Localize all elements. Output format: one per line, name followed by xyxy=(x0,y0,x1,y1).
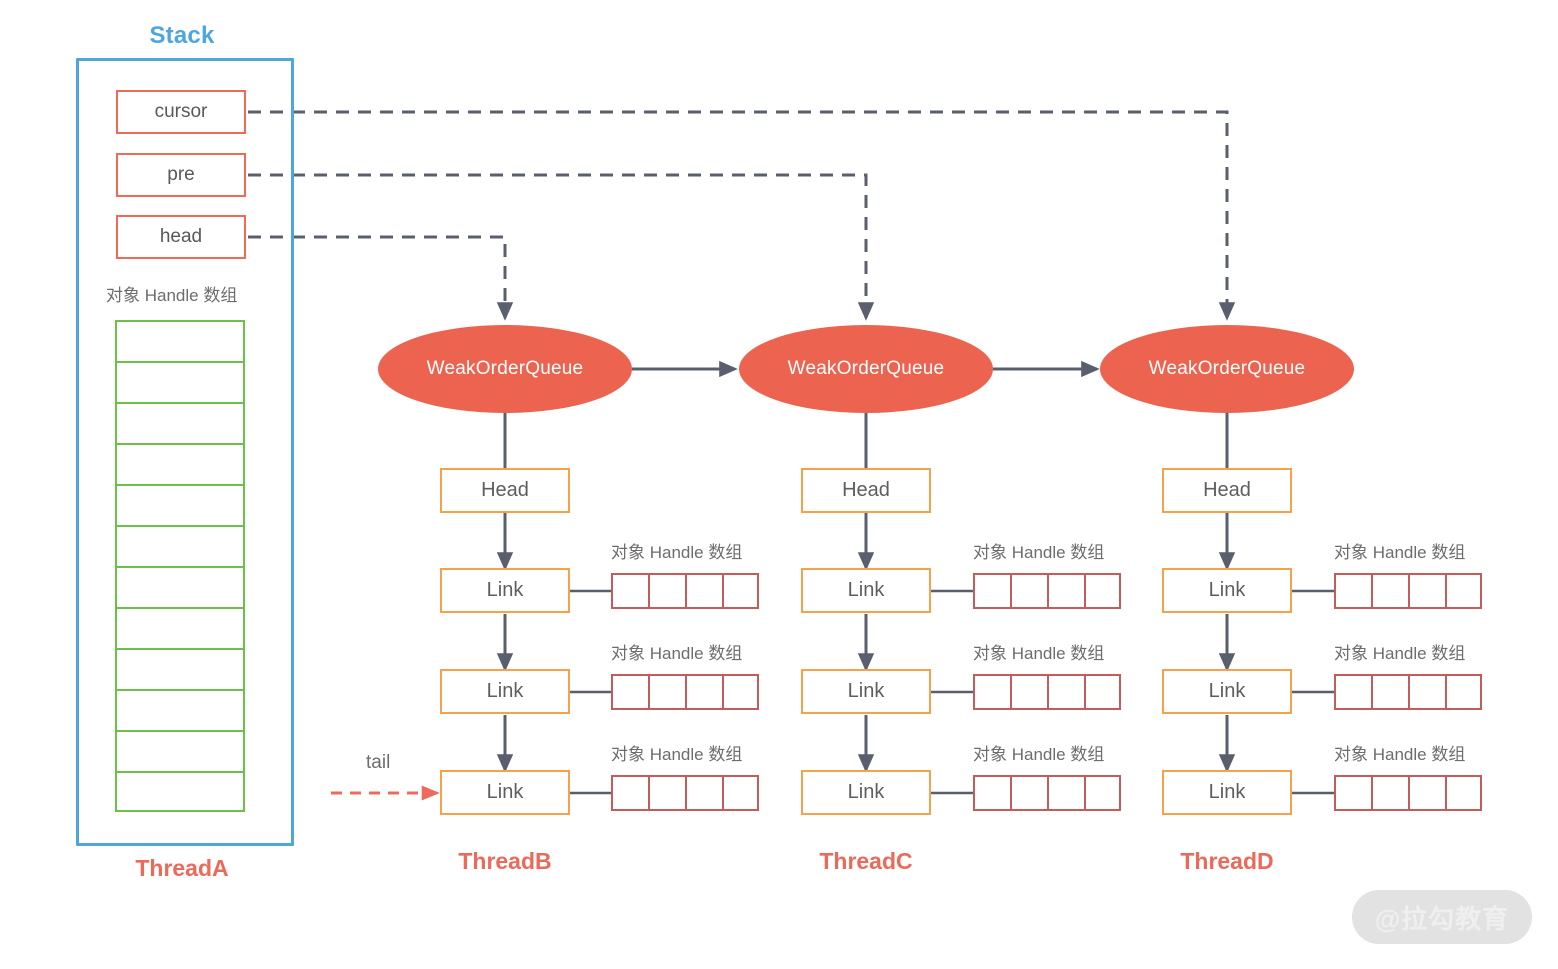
handle-cell xyxy=(1371,674,1408,710)
handle-array-b-2 xyxy=(611,674,759,710)
handle-cell xyxy=(1371,573,1408,609)
handle-cell xyxy=(973,573,1010,609)
handle-cell xyxy=(685,674,722,710)
thread-label-a: ThreadA xyxy=(135,855,229,881)
handle-cell xyxy=(685,573,722,609)
handle-cell xyxy=(973,775,1010,811)
handle-cell xyxy=(722,573,759,609)
handle-cell xyxy=(1334,573,1371,609)
handle-cell xyxy=(722,674,759,710)
thread-label-c: ThreadC xyxy=(819,848,913,874)
stack-title: Stack xyxy=(149,22,215,49)
stack-handle-cell xyxy=(115,771,245,812)
handle-array-caption-b-1: 对象 Handle 数组 xyxy=(611,543,743,562)
handle-cell xyxy=(1445,674,1482,710)
handle-array-caption-b-3: 对象 Handle 数组 xyxy=(611,745,743,764)
stack-handle-array xyxy=(115,320,245,812)
handle-cell xyxy=(611,573,648,609)
handle-cell xyxy=(1084,674,1121,710)
handle-cell xyxy=(1371,775,1408,811)
handle-cell xyxy=(1084,573,1121,609)
stack-handle-cell xyxy=(115,361,245,402)
link-box-c-2[interactable]: Link xyxy=(801,669,931,714)
stack-handle-cell xyxy=(115,320,245,361)
handle-cell xyxy=(1047,573,1084,609)
link-box-b-1[interactable]: Link xyxy=(440,568,570,613)
stack-handle-cell xyxy=(115,402,245,443)
head-box-c[interactable]: Head xyxy=(801,468,931,513)
handle-cell xyxy=(685,775,722,811)
edge-pre-to-queue2 xyxy=(248,173,875,321)
edge-cursor-to-queue3 xyxy=(248,110,1236,321)
stack-pointer-cursor[interactable]: cursor xyxy=(116,90,246,134)
handle-array-caption-c-3: 对象 Handle 数组 xyxy=(973,745,1105,764)
handle-cell xyxy=(1010,573,1047,609)
handle-array-b-3 xyxy=(611,775,759,811)
handle-array-d-2 xyxy=(1334,674,1482,710)
handle-cell xyxy=(722,775,759,811)
handle-cell xyxy=(648,674,685,710)
link-box-b-3[interactable]: Link xyxy=(440,770,570,815)
handle-cell xyxy=(611,775,648,811)
weak-order-queue-c[interactable]: WeakOrderQueue xyxy=(739,325,993,413)
link-box-c-1[interactable]: Link xyxy=(801,568,931,613)
watermark: @拉勾教育 xyxy=(1352,890,1532,944)
handle-array-c-2 xyxy=(973,674,1121,710)
handle-cell xyxy=(1084,775,1121,811)
link-box-d-2[interactable]: Link xyxy=(1162,669,1292,714)
handle-array-caption-d-2: 对象 Handle 数组 xyxy=(1334,644,1466,663)
stack-handle-cell xyxy=(115,566,245,607)
handle-cell xyxy=(1334,775,1371,811)
handle-array-caption-d-1: 对象 Handle 数组 xyxy=(1334,543,1466,562)
handle-cell xyxy=(1334,674,1371,710)
handle-cell xyxy=(648,573,685,609)
stack-pointer-head[interactable]: head xyxy=(116,215,246,259)
handle-cell xyxy=(1408,775,1445,811)
handle-array-caption-d-3: 对象 Handle 数组 xyxy=(1334,745,1466,764)
head-box-b[interactable]: Head xyxy=(440,468,570,513)
head-box-d[interactable]: Head xyxy=(1162,468,1292,513)
link-box-b-2[interactable]: Link xyxy=(440,669,570,714)
stack-pointer-pre[interactable]: pre xyxy=(116,153,246,197)
weak-order-queue-d[interactable]: WeakOrderQueue xyxy=(1100,325,1354,413)
handle-cell xyxy=(1010,775,1047,811)
stack-handle-cell xyxy=(115,607,245,648)
handle-cell xyxy=(1047,674,1084,710)
handle-cell xyxy=(1445,573,1482,609)
link-box-c-3[interactable]: Link xyxy=(801,770,931,815)
handle-cell xyxy=(973,674,1010,710)
handle-cell xyxy=(1047,775,1084,811)
thread-label-d: ThreadD xyxy=(1180,848,1274,874)
handle-array-caption-b-2: 对象 Handle 数组 xyxy=(611,644,743,663)
handle-array-caption-c-2: 对象 Handle 数组 xyxy=(973,644,1105,663)
link-box-d-1[interactable]: Link xyxy=(1162,568,1292,613)
weak-order-queue-b[interactable]: WeakOrderQueue xyxy=(378,325,632,413)
handle-cell xyxy=(648,775,685,811)
handle-cell xyxy=(1010,674,1047,710)
stack-handle-cell xyxy=(115,484,245,525)
handle-cell xyxy=(1408,674,1445,710)
stack-handle-array-caption: 对象 Handle 数组 xyxy=(106,286,238,305)
handle-array-d-1 xyxy=(1334,573,1482,609)
tail-label: tail xyxy=(366,752,391,773)
handle-cell xyxy=(611,674,648,710)
handle-cell xyxy=(1445,775,1482,811)
stack-handle-cell xyxy=(115,525,245,566)
stack-container xyxy=(76,58,294,846)
stack-handle-cell xyxy=(115,443,245,484)
link-box-d-3[interactable]: Link xyxy=(1162,770,1292,815)
thread-label-b: ThreadB xyxy=(458,848,552,874)
handle-array-c-1 xyxy=(973,573,1121,609)
stack-handle-cell xyxy=(115,648,245,689)
handle-array-d-3 xyxy=(1334,775,1482,811)
handle-array-caption-c-1: 对象 Handle 数组 xyxy=(973,543,1105,562)
handle-cell xyxy=(1408,573,1445,609)
handle-array-c-3 xyxy=(973,775,1121,811)
handle-array-b-1 xyxy=(611,573,759,609)
stack-handle-cell xyxy=(115,730,245,771)
stack-handle-cell xyxy=(115,689,245,730)
